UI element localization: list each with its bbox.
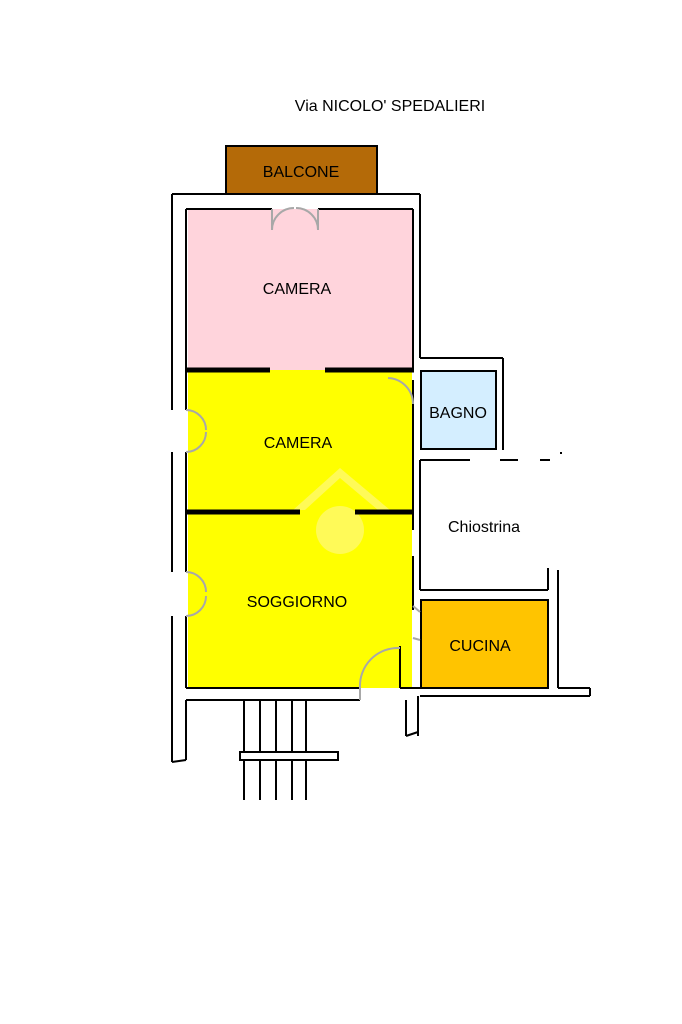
room-label-chiostrina: Chiostrina <box>447 519 521 536</box>
room-label-camera-2: CAMERA <box>263 435 333 452</box>
room-camera-2 <box>188 370 412 513</box>
door-arcs <box>185 207 421 700</box>
room-label-bagno: BAGNO <box>429 405 487 422</box>
street-label: Via NICOLO' SPEDALIERI <box>294 98 486 115</box>
partition-walls <box>186 367 414 515</box>
room-balcone <box>225 145 378 195</box>
room-bagno <box>420 370 497 450</box>
room-label-camera-1: CAMERA <box>262 281 332 298</box>
room-camera-1 <box>188 209 412 370</box>
room-label-soggiorno: SOGGIORNO <box>246 594 348 611</box>
room-label-balcone: BALCONE <box>262 164 340 181</box>
room-cucina <box>420 599 549 689</box>
room-label-cucina: CUCINA <box>449 638 511 655</box>
room-soggiorno <box>188 513 412 688</box>
watermark-logo <box>293 468 390 554</box>
